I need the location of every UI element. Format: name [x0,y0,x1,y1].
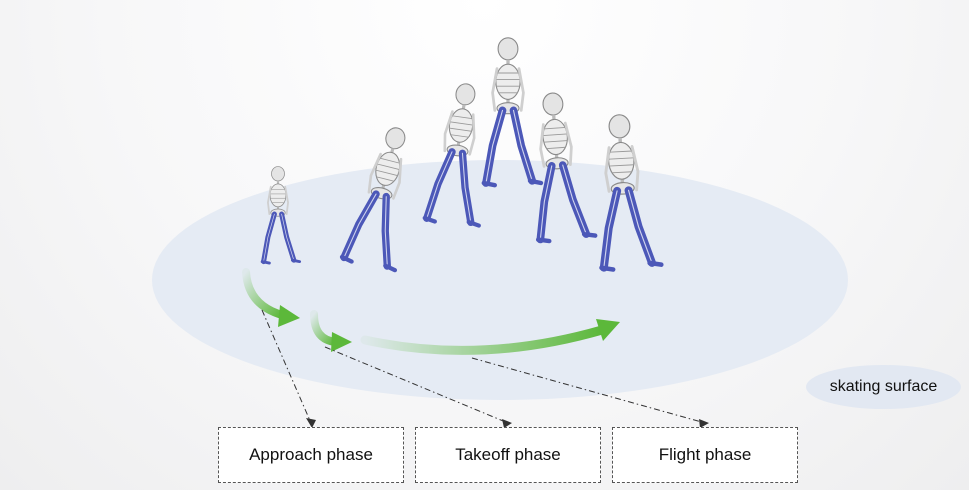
skating-surface-legend: skating surface [806,365,961,409]
takeoff-phase-label: Takeoff phase [455,445,561,464]
connector-arrowheads [306,418,709,428]
skating-surface-label: skating surface [829,378,938,395]
skating-surface [152,160,848,400]
connector-takeoff [324,346,509,424]
flight-phase-box: Flight phase [612,427,798,483]
approach-phase-label: Approach phase [249,445,373,464]
takeoff-arrow [310,310,352,352]
flight-arrow [360,319,620,355]
approach-arrow [242,268,300,327]
approach-phase-box: Approach phase [218,427,404,483]
flight-phase-label: Flight phase [658,445,752,464]
takeoff-phase-box: Takeoff phase [415,427,601,483]
connector-lines [261,309,706,424]
